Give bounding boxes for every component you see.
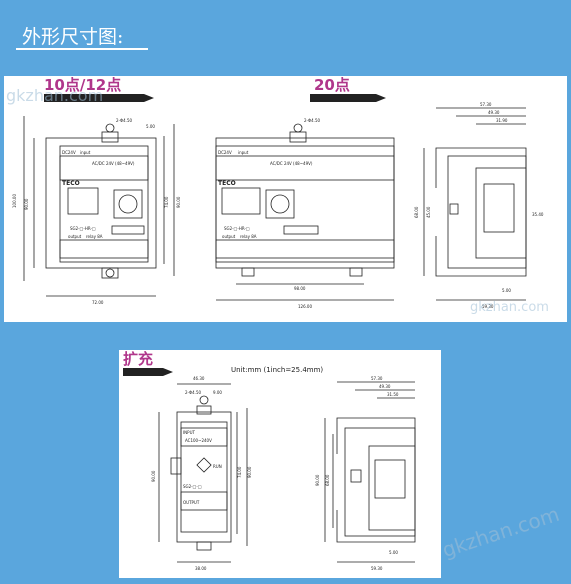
exp-front-hole: 2-Φ4.50 [185, 390, 201, 395]
page-title: 外形尺寸图: [22, 26, 124, 48]
front-b-input-tag: input [238, 150, 249, 155]
front-a-input-tag: input [80, 150, 91, 155]
front-b-width-dim: 126.00 [298, 304, 312, 309]
front-a-brand: TECO [62, 180, 80, 187]
model-label-10-12: 10点/12点 [44, 76, 121, 94]
expansion-dimension-panel: 扩充 Unit:mm (1inch=25.4mm) 46.30 9.00 2-Φ… [119, 350, 441, 578]
front-a-small-dim: 5.00 [146, 124, 155, 129]
exp-side-h2: 68.00 [325, 474, 330, 486]
front-a-right-h2: 90.00 [176, 196, 181, 208]
front-b-model-text: SG2-□-HR-□ [224, 226, 250, 231]
exp-front-supply: AC100~240V [185, 438, 212, 443]
model-label-bar-b [310, 94, 386, 102]
top-drawings-svg: 10点/12点 20点 DC24V input [12, 76, 544, 309]
exp-front-input-tag: INPUT [183, 430, 196, 435]
front-b-dc-tag: DC24V [218, 150, 232, 155]
front-b-output-tag: output [222, 234, 236, 239]
watermark: gkzhan.com [6, 86, 104, 105]
top-dimension-panel: 10点/12点 20点 DC24V input [4, 76, 567, 322]
exp-front-width-bottom: 38.00 [195, 566, 207, 571]
side-view-top [423, 107, 527, 301]
front-view-10-12 [23, 116, 175, 297]
exp-front-w-top: 46.30 [193, 376, 205, 381]
side-bottom2: 59.30 [482, 304, 494, 309]
front-b-hole: 2-Φ4.50 [304, 118, 320, 123]
side-bottom1: 5.00 [502, 288, 511, 293]
front-b-bottom-dim: 98.00 [294, 286, 306, 291]
exp-side-bottom1: 5.00 [389, 550, 398, 555]
side-h2: 45.00 [426, 206, 431, 218]
exp-front-w-small: 9.00 [213, 390, 222, 395]
model-label-bar [44, 94, 154, 102]
front-b-supply: AC/DC 24V (48~49V) [270, 161, 313, 166]
side-h3: 35.40 [532, 212, 544, 217]
front-b-relay-text: relay 8A [240, 234, 257, 239]
exp-side-h1: 90.00 [315, 474, 320, 486]
expansion-front-view [158, 383, 248, 563]
front-a-height-inner: 90.00 [24, 198, 29, 210]
front-a-supply: AC/DC 24V (48~49V) [92, 161, 135, 166]
side-w1: 57.30 [480, 102, 492, 107]
title-underline [16, 48, 148, 50]
exp-front-right-h1: 74.00 [237, 466, 242, 478]
watermark: gkzhan.com [439, 501, 563, 563]
watermark: gkzhan.com [470, 300, 549, 315]
front-a-model-text: SG2-□-HR-□ [70, 226, 96, 231]
front-a-hole: 2-Φ4.50 [116, 118, 132, 123]
exp-side-bottom2: 59.30 [371, 566, 383, 571]
exp-side-w1: 57.30 [371, 376, 383, 381]
expansion-label-bar [123, 368, 173, 376]
side-w2: 49.30 [488, 110, 500, 115]
bottom-drawings-svg: 扩充 Unit:mm (1inch=25.4mm) 46.30 9.00 2-Φ… [123, 350, 416, 571]
exp-front-right-h2: 90.00 [247, 466, 252, 478]
expansion-label: 扩充 [123, 350, 153, 368]
unit-note: Unit:mm (1inch=25.4mm) [231, 366, 323, 374]
front-view-20 [215, 123, 395, 301]
exp-side-w2: 49.30 [379, 384, 391, 389]
front-a-output-tag: output [68, 234, 82, 239]
model-label-20: 20点 [314, 76, 350, 94]
exp-side-w3: 31.50 [387, 392, 399, 397]
expansion-side-view [324, 381, 416, 563]
front-a-right-h1: 74.00 [164, 196, 169, 208]
side-h1: 68.00 [414, 206, 419, 218]
front-a-height-outer: 100.00 [12, 194, 17, 208]
side-w3: 31.90 [496, 118, 508, 123]
exp-front-output-tag: OUTPUT [183, 500, 200, 505]
front-a-dc-tag: DC24V [62, 150, 76, 155]
exp-front-model-text: SG2-□-□ [183, 484, 202, 489]
exp-front-height: 90.00 [151, 470, 156, 482]
exp-front-run-text: RUN [213, 464, 222, 469]
front-a-relay-text: relay 8A [86, 234, 103, 239]
front-b-brand: TECO [218, 180, 236, 187]
front-a-width-dim: 72.00 [92, 300, 104, 305]
